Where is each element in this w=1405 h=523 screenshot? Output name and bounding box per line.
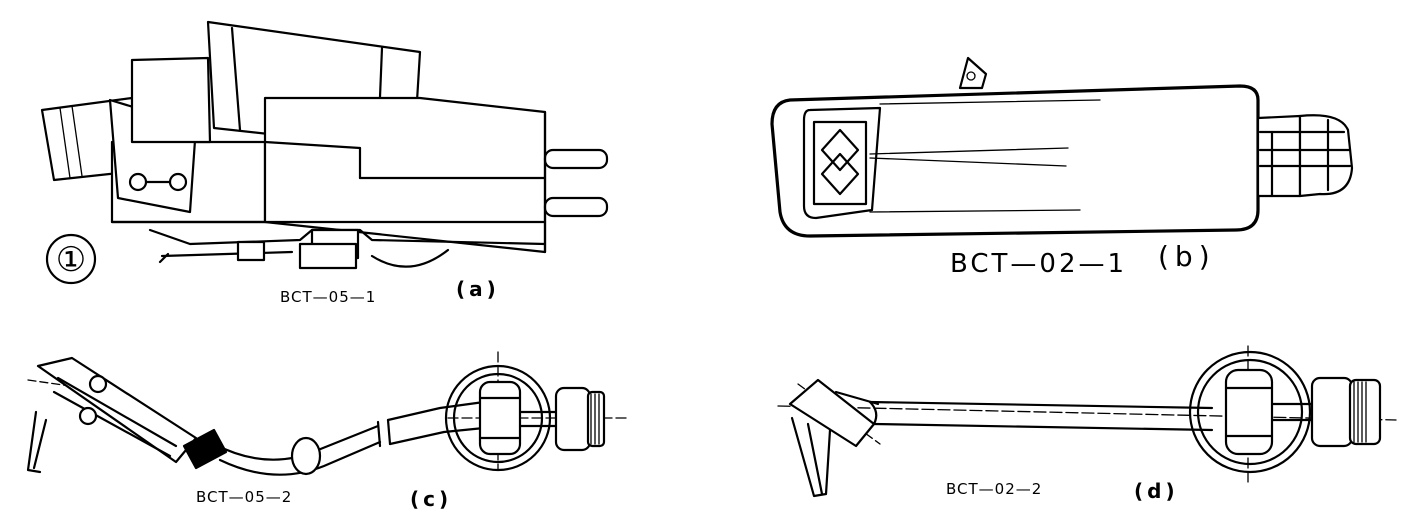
figure-number-label: ①	[56, 240, 86, 280]
panel-a-stylus-assembly	[148, 228, 547, 270]
panel-c-letter: (c)	[410, 487, 452, 511]
panel-a-letter: (a)	[456, 277, 500, 301]
panel-c-headshell	[26, 356, 198, 474]
panel-a-housing	[263, 96, 547, 254]
panel-a-screw-left	[128, 172, 148, 192]
panel-b-face	[802, 106, 882, 220]
panel-a-code: BCT—05—1	[280, 288, 376, 306]
panel-c-pivot-assembly	[444, 364, 558, 472]
panel-c-code: BCT—05—2	[196, 488, 292, 506]
panel-c-tube-collar	[290, 436, 322, 476]
panel-a-screw-right	[168, 172, 188, 192]
panel-b-diamond-logo	[812, 120, 868, 206]
figure-number-badge: ①	[45, 233, 97, 285]
panel-b-body	[770, 84, 1260, 238]
panel-c-ferrule	[182, 428, 228, 470]
panel-b-connector	[1256, 114, 1354, 198]
panel-a-terminal-pins	[543, 110, 609, 254]
panel-b-code: BCT—02—1	[950, 249, 1127, 279]
panel-c-counterweight	[554, 386, 606, 452]
panel-d-code: BCT—02—2	[946, 480, 1042, 498]
panel-b-letter: (b)	[1158, 240, 1216, 273]
panel-c-curved-tonearm	[26, 351, 629, 476]
panel-d-counterweight	[1310, 376, 1382, 448]
panel-d-straight-tonearm	[777, 345, 1397, 498]
panel-a-cartridge-side-view	[40, 20, 609, 270]
panel-d-letter: (d)	[1134, 479, 1179, 503]
panel-a-upper-block	[130, 56, 212, 144]
panel-d-headshell	[788, 378, 880, 498]
panel-d-pivot-assembly	[1188, 350, 1314, 474]
panel-b-cartridge-top-view	[770, 56, 1354, 238]
